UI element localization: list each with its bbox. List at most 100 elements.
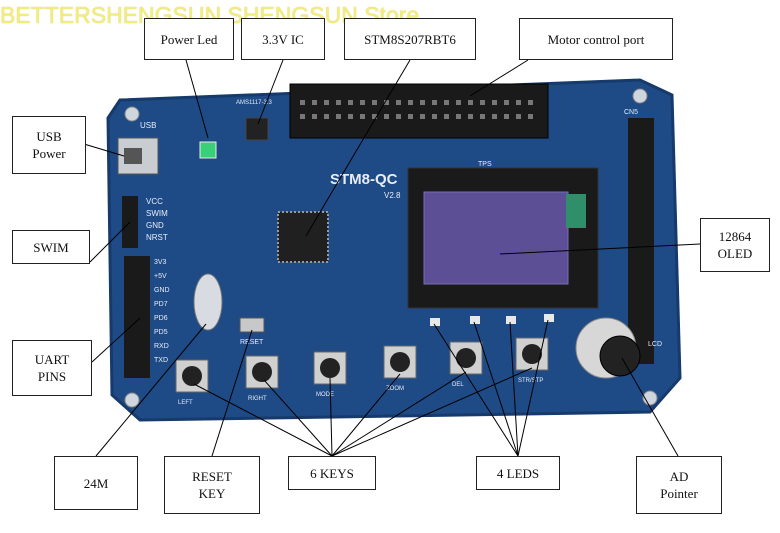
power-led bbox=[199, 141, 217, 159]
key-cap bbox=[320, 358, 340, 378]
leader-uart bbox=[91, 317, 141, 363]
label-leds: 4 LEDS bbox=[476, 456, 560, 490]
header-pin bbox=[456, 100, 461, 105]
mount-hole bbox=[632, 88, 648, 104]
key-silk-label: ZOOM bbox=[386, 386, 404, 392]
header-pin bbox=[432, 100, 437, 105]
uart-pin-label: GND bbox=[154, 287, 170, 294]
potentiometer-knob bbox=[599, 335, 641, 377]
header-pin bbox=[396, 114, 401, 119]
version-silk: V2.8 bbox=[384, 191, 401, 200]
leader-33v-ic bbox=[257, 59, 284, 125]
tps-silk: TPS bbox=[478, 161, 492, 168]
label-power-led: Power Led bbox=[144, 18, 234, 60]
led-2 bbox=[470, 316, 480, 324]
reset-button bbox=[239, 317, 265, 333]
header-pin bbox=[444, 114, 449, 119]
regulator-ic bbox=[245, 117, 269, 141]
leader-mcu bbox=[305, 59, 411, 237]
header-pin bbox=[480, 100, 485, 105]
swim-pin-label: NRST bbox=[146, 233, 168, 242]
usb-silk: USB bbox=[140, 121, 156, 130]
uart-pin-label: PD5 bbox=[154, 329, 168, 336]
header-pin bbox=[372, 100, 377, 105]
key-silk-label: LEFT bbox=[178, 400, 193, 406]
key-cap bbox=[182, 366, 202, 386]
header-pin bbox=[312, 100, 317, 105]
header-pin bbox=[396, 100, 401, 105]
swim-pin-label: SWIM bbox=[146, 209, 168, 218]
leader-led-3 bbox=[509, 321, 519, 457]
reset-silk: RESET bbox=[240, 339, 264, 346]
header-pin bbox=[348, 100, 353, 105]
leader-oled bbox=[499, 243, 701, 255]
uart-pin-label: TXD bbox=[154, 357, 168, 364]
leader-motor bbox=[469, 59, 529, 97]
header-pin bbox=[468, 114, 473, 119]
ams-silk: AMS1117-3.3 bbox=[236, 100, 272, 106]
key-cap bbox=[456, 348, 476, 368]
label-motor-port: Motor control port bbox=[519, 18, 673, 60]
header-pin bbox=[504, 100, 509, 105]
mount-hole bbox=[124, 106, 140, 122]
label-ad-pointer: AD Pointer bbox=[636, 456, 722, 514]
led-3 bbox=[506, 316, 516, 324]
leader-key-4 bbox=[331, 373, 401, 457]
uart-pin-label: 3V3 bbox=[154, 259, 167, 266]
leader-lines bbox=[83, 59, 701, 457]
crystal bbox=[193, 273, 223, 331]
led-1 bbox=[430, 318, 440, 326]
label-mcu: STM8S207RBT6 bbox=[344, 18, 476, 60]
header-pin bbox=[408, 100, 413, 105]
uart-pin-label: RXD bbox=[154, 343, 169, 350]
header-pin bbox=[300, 114, 305, 119]
mcu-chip bbox=[277, 211, 329, 263]
model-silk: STM8-QC bbox=[330, 171, 398, 188]
uart-pin-label: PD6 bbox=[154, 315, 168, 322]
motor-header bbox=[289, 83, 549, 139]
pcb-board bbox=[106, 78, 682, 422]
leader-key-3 bbox=[329, 377, 333, 457]
header-silk: CN5 bbox=[624, 109, 638, 116]
key-silk-label: STR/STP bbox=[518, 378, 543, 384]
header-pin bbox=[420, 114, 425, 119]
header-pin bbox=[348, 114, 353, 119]
leader-reset bbox=[211, 329, 253, 457]
header-pin bbox=[372, 114, 377, 119]
header-pin bbox=[384, 114, 389, 119]
header-pin bbox=[480, 114, 485, 119]
uart-header bbox=[124, 256, 150, 378]
swim-pin-label: GND bbox=[146, 221, 164, 230]
header-pin bbox=[300, 100, 305, 105]
header-pin bbox=[408, 114, 413, 119]
key-silk-label: RIGHT bbox=[248, 396, 267, 402]
label-reset-key: RESET KEY bbox=[164, 456, 260, 514]
header-pin bbox=[528, 114, 533, 119]
header-pin bbox=[360, 114, 365, 119]
header-pin bbox=[504, 114, 509, 119]
header-pin bbox=[432, 114, 437, 119]
key-cap bbox=[252, 362, 272, 382]
label-swim: SWIM bbox=[12, 230, 90, 264]
swim-pin-label: VCC bbox=[146, 197, 163, 206]
led-4 bbox=[544, 314, 554, 322]
header-pin bbox=[528, 100, 533, 105]
leader-key-5 bbox=[331, 371, 467, 457]
leader-ad-pointer bbox=[621, 357, 679, 457]
leader-swim bbox=[89, 221, 131, 263]
mount-hole bbox=[124, 392, 140, 408]
leader-usb bbox=[83, 143, 125, 157]
header-pin bbox=[456, 114, 461, 119]
leader-power-led bbox=[185, 59, 209, 139]
header-pin bbox=[516, 100, 521, 105]
leader-key-2 bbox=[263, 379, 333, 457]
header-pin bbox=[468, 100, 473, 105]
lcd-silk: LCD bbox=[648, 341, 662, 348]
leader-key-1 bbox=[193, 383, 333, 457]
header-pin bbox=[324, 100, 329, 105]
header-pin bbox=[516, 114, 521, 119]
leader-key-6 bbox=[331, 367, 533, 457]
label-uart-pins: UART PINS bbox=[12, 340, 92, 396]
